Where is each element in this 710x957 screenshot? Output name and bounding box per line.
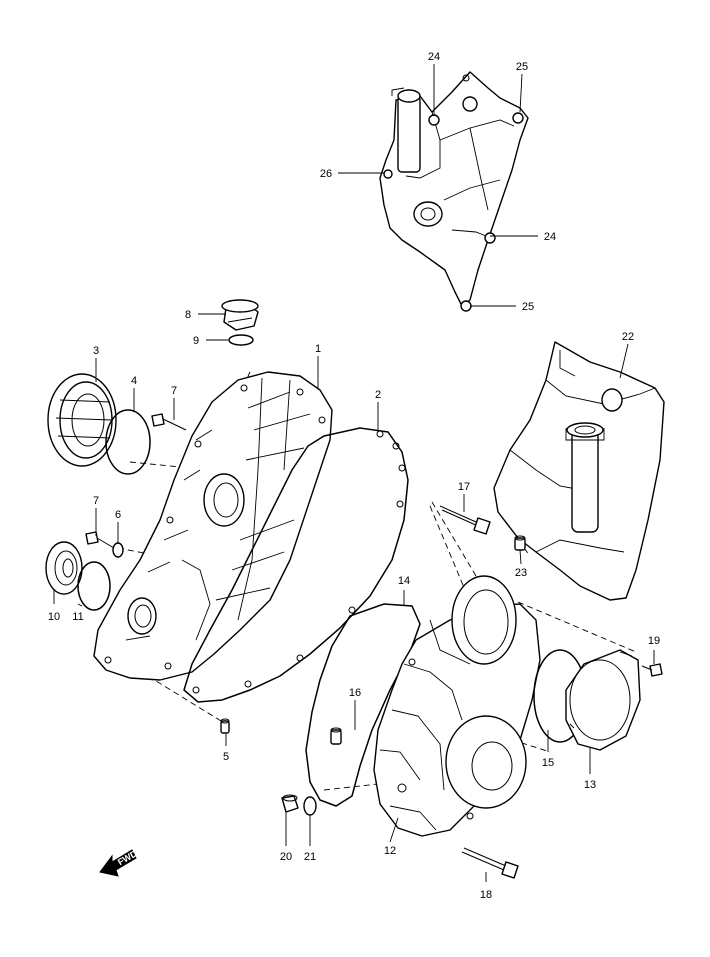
callout-7-upper: 7 xyxy=(171,385,177,397)
callout-12: 12 xyxy=(384,845,396,857)
seal-part-10 xyxy=(45,541,83,595)
callout-8: 8 xyxy=(185,309,191,321)
callout-4: 4 xyxy=(131,375,137,387)
cover-part-12 xyxy=(373,575,541,837)
bolt-part-18 xyxy=(461,847,519,879)
dowel-part-23 xyxy=(514,535,526,551)
bolt-part-7-upper xyxy=(151,413,187,431)
callout-6: 6 xyxy=(115,509,121,521)
callout-21: 21 xyxy=(304,851,316,863)
washer-part-21 xyxy=(303,796,317,816)
cover-part-22 xyxy=(493,341,665,601)
callout-7-lower: 7 xyxy=(93,495,99,507)
fwd-arrow-icon: FWD xyxy=(99,848,139,877)
bolt-part-19 xyxy=(641,663,663,677)
bolt-part-17 xyxy=(439,505,491,535)
callout-1: 1 xyxy=(315,343,321,355)
callout-10: 10 xyxy=(48,611,60,623)
callout-16: 16 xyxy=(349,687,361,699)
oring-part-9 xyxy=(228,334,254,346)
callout-13: 13 xyxy=(584,779,596,791)
oring-part-11 xyxy=(77,561,111,611)
callout-9: 9 xyxy=(193,335,199,347)
bolt-part-20 xyxy=(281,794,299,813)
callout-24-right: 24 xyxy=(544,231,556,243)
callout-18: 18 xyxy=(480,889,492,901)
bracket-part-26 xyxy=(379,71,529,312)
cover-part-1 xyxy=(93,371,333,681)
washer-part-6 xyxy=(112,542,124,558)
dowel-part-5 xyxy=(220,718,230,734)
callout-14: 14 xyxy=(398,575,410,587)
callout-22: 22 xyxy=(622,331,634,343)
callout-5: 5 xyxy=(223,751,229,763)
callout-26: 26 xyxy=(320,168,332,180)
gasket-bolt-holes xyxy=(192,430,406,694)
callout-23: 23 xyxy=(515,567,527,579)
leader-lines xyxy=(53,64,655,882)
bolt-part-7-lower xyxy=(85,531,115,549)
callout-15: 15 xyxy=(542,757,554,769)
plug-part-8 xyxy=(221,299,259,331)
callout-2: 2 xyxy=(375,389,381,401)
gasket-part-2 xyxy=(183,427,409,703)
callout-25-top: 25 xyxy=(516,61,528,73)
callout-labels: 1 2 3 4 5 6 7 7 8 9 10 11 12 13 14 15 16… xyxy=(48,51,660,901)
fwd-label: FWD xyxy=(116,848,139,867)
callout-3: 3 xyxy=(93,345,99,357)
gasket-part-14 xyxy=(305,603,421,807)
callout-19: 19 xyxy=(648,635,660,647)
callout-24-top: 24 xyxy=(428,51,440,63)
callout-25-bottom: 25 xyxy=(522,301,534,313)
callout-20: 20 xyxy=(280,851,292,863)
callout-17: 17 xyxy=(458,481,470,493)
seal-part-3 xyxy=(47,373,117,467)
dowel-part-16 xyxy=(330,727,342,745)
callout-11: 11 xyxy=(72,611,83,623)
cap-part-13 xyxy=(565,649,641,751)
oring-part-4 xyxy=(105,409,151,475)
